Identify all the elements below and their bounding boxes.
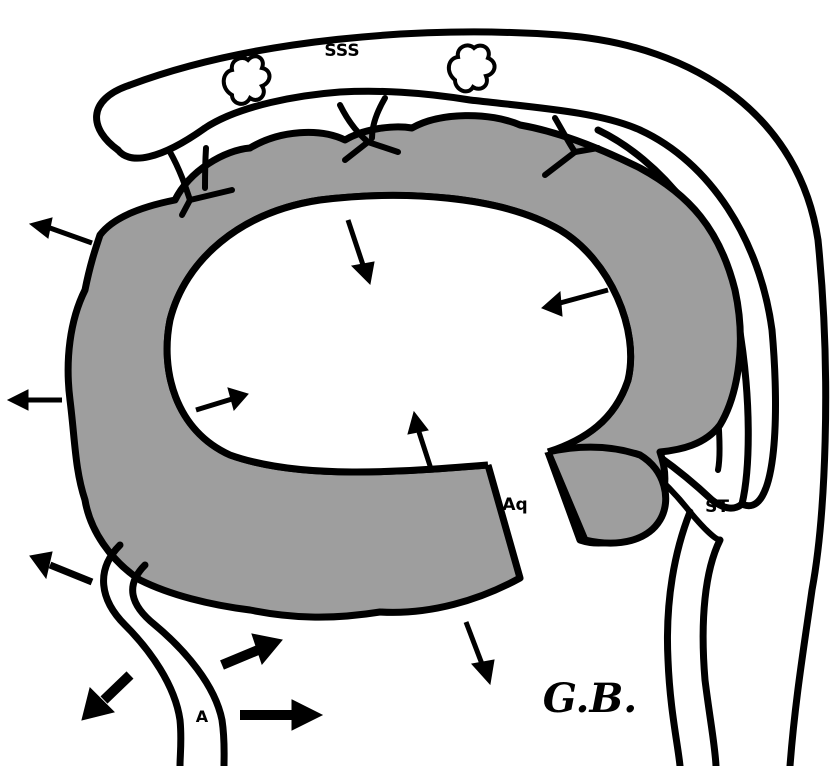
artist-signature: G.B. — [543, 675, 637, 722]
arrow-artery-lower-left — [104, 675, 130, 700]
arrow-out-bottom-head — [472, 660, 494, 684]
transverse-sinus-wall-b — [667, 512, 690, 766]
arachnoid-granulation-2 — [449, 45, 495, 91]
arrow-out-upper-left-head — [30, 218, 52, 238]
arrow-artery-upper-right-head — [252, 634, 282, 664]
arrow-artery-right-head — [292, 700, 322, 730]
label-straight-sinus: ST — [705, 497, 729, 517]
arachnoid-granulation-1 — [224, 56, 270, 104]
arrow-out-bottom — [466, 622, 482, 664]
arrow-out-lower-left-head — [30, 552, 52, 578]
lateral-ventricle — [167, 195, 631, 472]
label-artery: A — [196, 707, 209, 726]
transverse-sinus-wall-a — [703, 540, 720, 766]
arrow-out-lower-left — [50, 565, 92, 582]
arrow-out-left-head — [8, 390, 28, 410]
arrow-out-upper-left — [50, 228, 92, 243]
arrow-artery-upper-right — [222, 650, 258, 665]
label-aqueduct: Aq — [502, 495, 527, 515]
label-sss: SSS — [324, 41, 359, 61]
